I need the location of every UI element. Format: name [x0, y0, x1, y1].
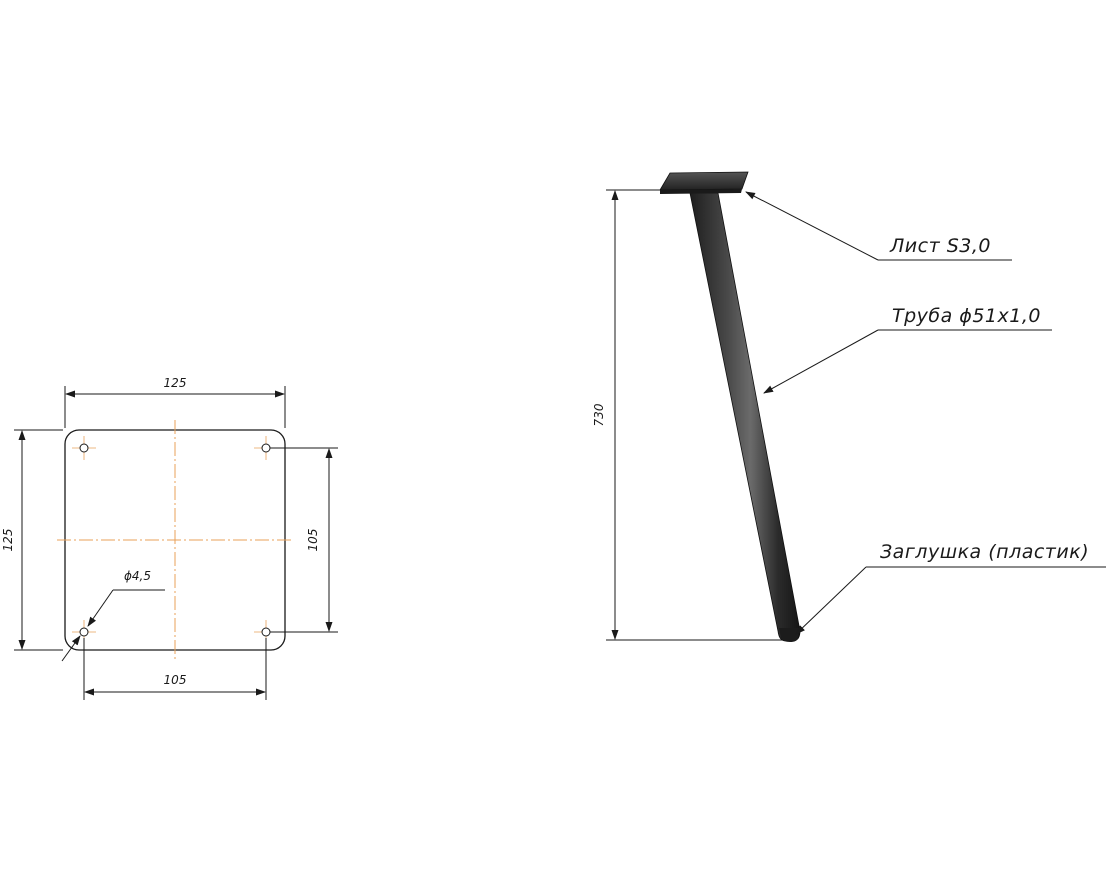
- dimension-left-label: 125: [1, 529, 15, 552]
- mounting-hole: [72, 620, 96, 644]
- dimension-top-label: 125: [164, 376, 187, 390]
- dimension-top: 125: [64, 376, 286, 428]
- dimension-right: 105: [270, 447, 338, 633]
- end-cap: [779, 628, 799, 642]
- callout-tube: Труба ϕ51х1,0: [763, 305, 1052, 394]
- hole-diameter-callout: ϕ4,5: [61, 569, 165, 662]
- leg-view: 730 Лист S3,0 Труба ϕ51х1,0 Заглушка (пл…: [592, 171, 1106, 642]
- callout-sheet: Лист S3,0: [745, 191, 1012, 261]
- dimension-right-label: 105: [306, 529, 320, 552]
- dimension-left: 125: [1, 429, 63, 651]
- dimension-height: 730: [592, 189, 790, 641]
- tube-body: [689, 192, 801, 642]
- callout-sheet-label: Лист S3,0: [889, 235, 991, 257]
- dimension-height-label: 730: [592, 403, 606, 426]
- mounting-hole: [254, 436, 278, 460]
- mounting-sheet: [659, 171, 749, 191]
- plate-view: 125 125 105 105 ϕ4,5: [1, 376, 338, 700]
- callout-end-cap: Заглушка (пластик): [795, 541, 1106, 635]
- callout-end-cap-label: Заглушка (пластик): [880, 541, 1089, 563]
- mounting-hole: [72, 436, 96, 460]
- callout-tube-label: Труба ϕ51х1,0: [892, 305, 1041, 327]
- dimension-bottom: 105: [83, 638, 267, 700]
- mounting-sheet-edge: [660, 189, 742, 194]
- hole-diameter-label: ϕ4,5: [124, 569, 151, 583]
- dimension-bottom-label: 105: [164, 673, 187, 687]
